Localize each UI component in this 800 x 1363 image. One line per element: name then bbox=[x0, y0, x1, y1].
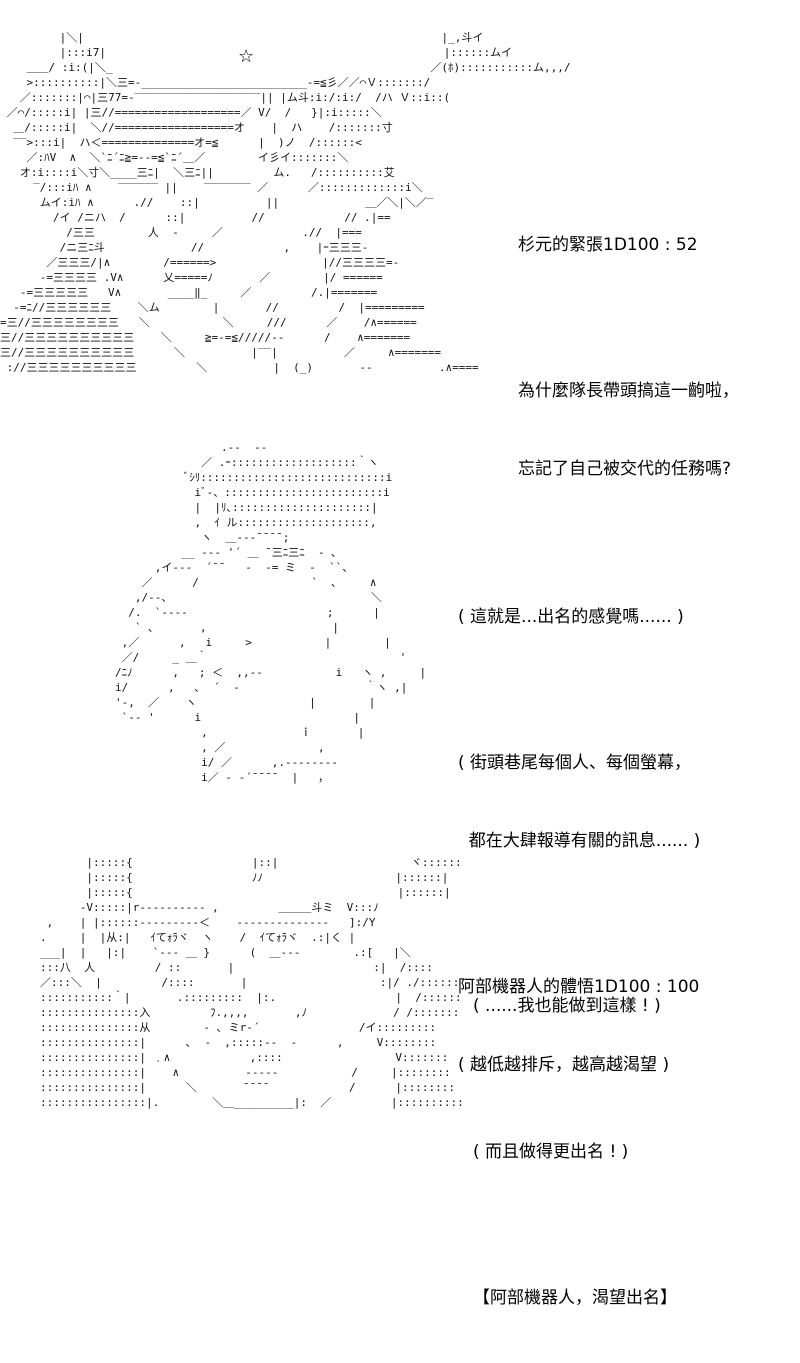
panel-abe-desire: |:::::{ |::| ヾ:::::: |:::::{ ﾉﾉ |::::::|… bbox=[0, 845, 800, 1308]
dialogue-block: ( ......我也能做到這樣 ! ) ( 而且做得更出名 ! ) 【阿部機器人… bbox=[473, 941, 677, 1363]
spacer bbox=[458, 682, 700, 698]
thought-line: ( 這就是...出名的感覺嗎...... ) bbox=[458, 607, 684, 627]
panel-sugimoto-tension: ☆ |＼| |_,斗イ |:::i7| |::::::ムイ ＿＿/ :i:(|＼… bbox=[0, 0, 800, 479]
dialogue-block: ( 這就是...出名的感覺嗎...... ) ( 街頭巷尾每個人、每個螢幕， 都… bbox=[458, 552, 700, 1130]
dice-roll-line: 阿部機器人的體悟1D100 : 100 bbox=[458, 977, 700, 997]
thought-line: ( ......我也能做到這樣 ! ) bbox=[473, 996, 661, 1016]
panel-abe-realization: .-‐ ‐‐ ／ .ｰ:::::::::::::::::::｀ヽ ﾞｼﾘ::::… bbox=[0, 440, 800, 1075]
thought-line: ( 而且做得更出名 ! ) bbox=[473, 1142, 629, 1162]
thought-line: ( 街頭巷尾每個人、每個螢幕， bbox=[458, 753, 692, 773]
spacer bbox=[518, 310, 739, 326]
star-icon: ☆ bbox=[238, 46, 255, 67]
dialogue-line: 忘記了自己被交代的任務嗎? bbox=[518, 459, 732, 479]
ascii-art-standing-man: .-‐ ‐‐ ／ .ｰ:::::::::::::::::::｀ヽ ﾞｼﾘ::::… bbox=[115, 441, 427, 784]
thought-line: 都在大肆報導有關的訊息...... ) bbox=[458, 831, 701, 851]
spacer bbox=[473, 1217, 677, 1233]
spacer bbox=[473, 1071, 677, 1087]
dialogue-block: 杉元的緊張1D100 : 52 為什麼隊長帶頭搞這一齣啦， 忘記了自己被交代的任… bbox=[518, 180, 739, 534]
ascii-art-soldier-cap: |＼| |_,斗イ |:::i7| |::::::ムイ ＿＿/ :i:(|＼_ bbox=[0, 31, 571, 374]
ascii-art-face-closeup: |:::::{ |::| ヾ:::::: |:::::{ ﾉﾉ |::::::|… bbox=[40, 856, 464, 1109]
dialogue-line: 為什麼隊長帶頭搞這一齣啦， bbox=[518, 381, 739, 401]
dice-roll-line: 杉元的緊張1D100 : 52 bbox=[518, 235, 698, 255]
thought-line: ( 越低越排斥，越高越渴望 ) bbox=[458, 1055, 670, 1075]
caption-line: 【阿部機器人，渴望出名】 bbox=[473, 1288, 677, 1308]
